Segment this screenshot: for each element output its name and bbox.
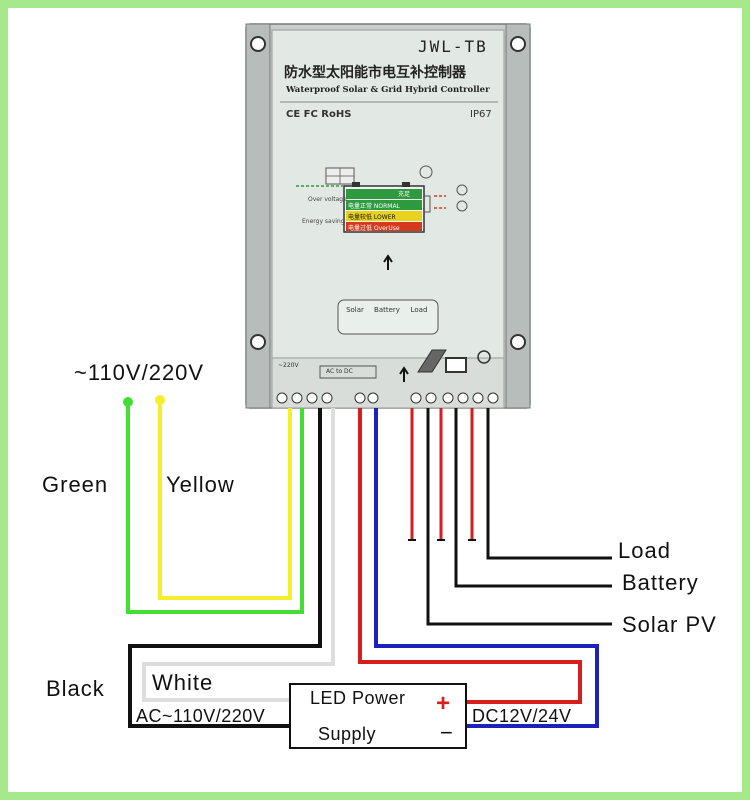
psu-name-line1: LED Power [310, 688, 406, 708]
yellow-wire [158, 402, 292, 600]
status-bar-lower [346, 211, 422, 221]
battery-label: Battery [622, 570, 699, 595]
white-wire [142, 408, 335, 702]
battery-terminal-right [402, 182, 410, 187]
status-overuse-label: 电量过低 OverUse [348, 225, 400, 232]
battery-terminal-left [352, 182, 360, 187]
load-bracket [424, 195, 431, 213]
english-title: Waterproof Solar & Grid Hybrid Controlle… [286, 85, 490, 95]
terminal-ac-to-dc-label: AC to DC [326, 368, 353, 375]
green-wire-label: Green [42, 472, 109, 497]
lamp-icon-mid [456, 184, 468, 196]
load-negative-wire [486, 408, 612, 560]
led-solar-label: Solar [346, 306, 364, 314]
led-label-box [337, 299, 439, 335]
mount-hole-bottom-left [250, 334, 266, 350]
psu-name-line2: Supply [318, 724, 377, 744]
up-arrow-icon [383, 254, 393, 270]
green-wire [126, 402, 304, 614]
mount-hole-bottom-right [510, 334, 526, 350]
status-bar-normal [346, 200, 422, 210]
solar-terminal-icon [417, 349, 447, 373]
status-bar-top [346, 189, 422, 199]
certifications: CE FC RoHS [286, 109, 352, 120]
led-power-supply [289, 683, 467, 749]
status-bar-overuse [346, 222, 422, 231]
dc-output-label: DC12V/24V [472, 706, 572, 726]
yellow-wire-label: Yellow [166, 472, 235, 497]
white-wire-label: White [152, 670, 214, 695]
terminal-screws [276, 392, 499, 404]
model-name: JWL-TB [418, 37, 488, 56]
yellow-wire-end [155, 395, 165, 405]
terminal-ac-label: ~220V [278, 362, 299, 369]
lamp-icon-top [419, 165, 433, 179]
status-top-label: 充足 [398, 191, 411, 198]
chinese-title: 防水型太阳能市电互补控制器 [284, 65, 466, 81]
battery-negative-wire [454, 408, 612, 588]
solar-negative-wire [426, 408, 612, 626]
indicator-panel [296, 165, 468, 270]
red-dc-wire [358, 408, 582, 704]
solar-panel-icon [326, 168, 354, 184]
overvoltage-label: Over voltage [308, 196, 347, 203]
energy-saving-label: Energy saving [302, 218, 345, 225]
load-terminal-icon [477, 350, 491, 364]
ip-rating: IP67 [470, 109, 492, 120]
status-lower-label: 电量较低 LOWER [348, 214, 396, 221]
terminal-strip [271, 357, 505, 409]
blue-dc-wire [374, 408, 599, 728]
ac-to-dc-box [319, 365, 377, 379]
black-wire [128, 408, 322, 728]
mount-hole-top-left [250, 36, 266, 52]
terminal-up-arrow-icon [399, 366, 409, 382]
green-wire-end [123, 397, 133, 407]
psu-negative-sign: − [440, 720, 453, 745]
lamp-icon-low [456, 200, 468, 212]
ac-input-label: AC~110V/220V [136, 706, 266, 726]
psu-positive-sign: + [436, 690, 451, 717]
left-mounting-flange [245, 23, 271, 409]
wires [126, 402, 612, 728]
led-battery-label: Battery [374, 306, 400, 314]
battery-terminal-icon [445, 357, 467, 373]
mount-hole-top-right [510, 36, 526, 52]
solar-pv-label: Solar PV [622, 612, 717, 637]
status-normal-label: 电量正常 NORMAL [348, 203, 400, 210]
load-label: Load [618, 538, 671, 563]
led-load-label: Load [410, 306, 428, 314]
right-mounting-flange [505, 23, 531, 409]
black-wire-label: Black [46, 676, 105, 701]
controller-enclosure [245, 23, 531, 409]
mains-voltage-label: ~110V/220V [74, 360, 205, 385]
